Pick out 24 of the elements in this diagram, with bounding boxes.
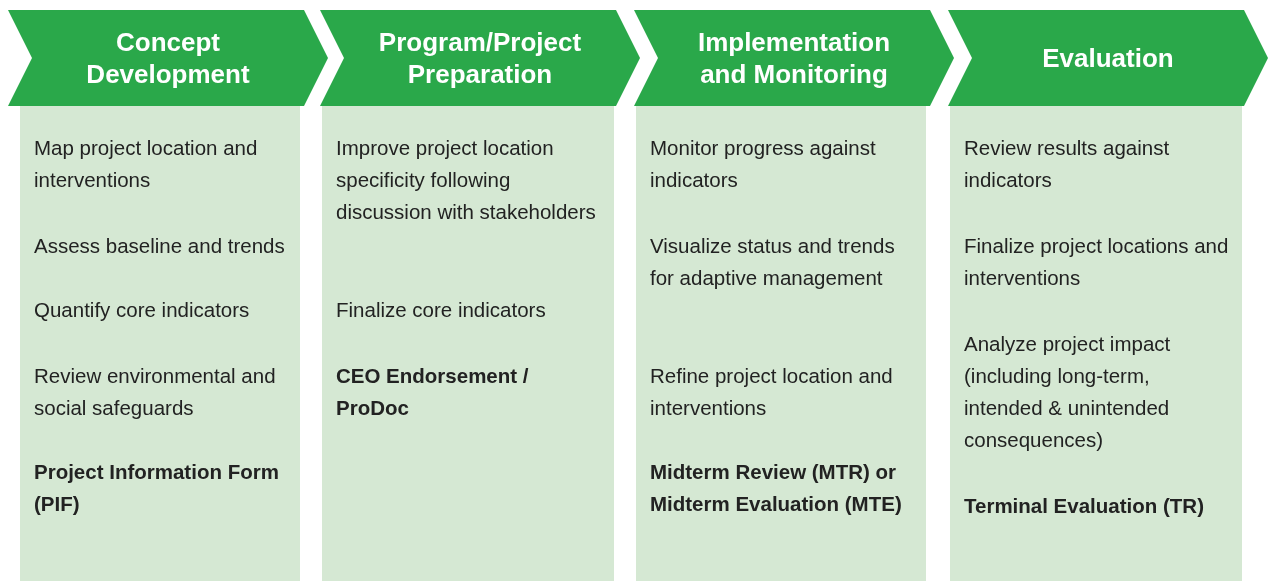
stage-panel <box>950 106 1242 581</box>
deliverable-text: Project Information Form (PIF) <box>34 459 280 517</box>
stage-heading: Evaluation <box>1041 42 1175 74</box>
deliverable-text: Terminal Evaluation (TR) <box>964 493 1205 519</box>
step-text: Visualize status and trends for adaptive management <box>650 233 896 291</box>
step-text: Map project location and interventions <box>34 135 259 193</box>
step-text: Quantify core indicators <box>34 297 251 323</box>
stage-heading: Concept Development <box>85 26 251 90</box>
stage-panel <box>636 106 926 581</box>
step-text: Review environmental and social safeguards <box>34 363 277 421</box>
deliverable-text: Midterm Review (MTR) or Midterm Evaluation (MTE) <box>650 459 903 517</box>
step-text: Assess baseline and trends <box>34 233 286 259</box>
step-text: Improve project location specificity following discussion with stakeholders <box>336 135 597 225</box>
deliverable-text: CEO Endorsement / ProDoc <box>336 363 530 421</box>
step-text: Finalize core indicators <box>336 297 547 323</box>
step-text: Finalize project locations and interventions <box>964 233 1230 291</box>
stage-heading: Program/Project Preparation <box>377 26 583 90</box>
stage-panel <box>20 106 300 581</box>
step-text: Review results against indicators <box>964 135 1171 193</box>
stage-panel <box>322 106 614 581</box>
step-text: Refine project location and interventions <box>650 363 894 421</box>
step-text: Monitor progress against indicators <box>650 135 877 193</box>
step-text: Analyze project impact (including long-term, intended & unintended consequences) <box>964 331 1172 453</box>
stage-heading: Implementation and Monitoring <box>696 26 892 90</box>
